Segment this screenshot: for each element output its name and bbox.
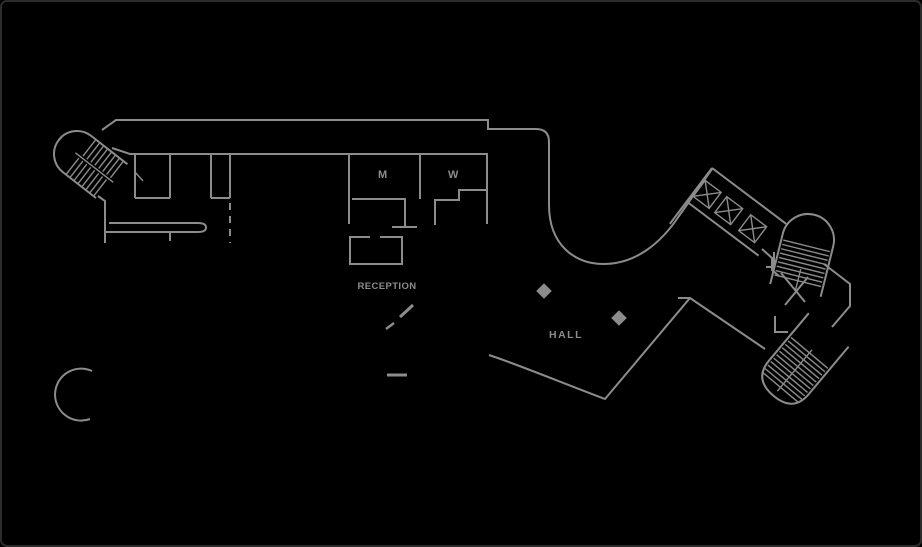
reception-area: RECEPTION xyxy=(349,236,416,377)
hall-boundary-curve xyxy=(488,296,766,401)
entry-dash-2 xyxy=(385,322,395,330)
stairwell-enclosure xyxy=(769,213,835,297)
counter-wall xyxy=(105,222,208,241)
elevator-cab xyxy=(737,213,768,244)
hall-area: HALL xyxy=(488,283,766,401)
elevator-cab xyxy=(713,195,744,226)
restroom-walls xyxy=(348,154,487,228)
restroom-block: M W xyxy=(348,154,487,228)
corridor-walls xyxy=(97,119,713,266)
door-leaf xyxy=(134,171,144,182)
right-wing-connectors xyxy=(761,248,851,333)
connector-walls xyxy=(761,248,851,333)
corridor-inner-wall xyxy=(111,147,488,224)
stairwell-upper-right xyxy=(769,213,835,297)
elevator-cab xyxy=(692,179,723,210)
closet-walls xyxy=(134,154,231,199)
stairwell-enclosure xyxy=(761,312,850,405)
label-reception: RECEPTION xyxy=(357,281,416,292)
stairwell-enclosure xyxy=(53,130,129,199)
elevator-icon xyxy=(737,213,768,244)
stairs-icon xyxy=(761,336,829,404)
stairwell-lower-right xyxy=(761,312,850,405)
top-wall-and-curve xyxy=(101,119,713,266)
diamond-column-icon xyxy=(611,310,627,326)
label-mens-room: M xyxy=(378,169,388,181)
diamond-column-icon xyxy=(536,283,552,299)
entry-dash-1 xyxy=(398,303,415,319)
label-womens-room: W xyxy=(448,169,459,181)
c-arc-wall xyxy=(54,367,93,422)
elevator-x xyxy=(714,196,743,225)
hall-columns xyxy=(536,283,627,326)
stairs-icon xyxy=(65,139,125,197)
elevator-wing-walls xyxy=(669,167,787,257)
elevator-x xyxy=(693,180,722,209)
elevator-icon xyxy=(692,179,723,210)
stairs-icon xyxy=(774,239,831,291)
reception-desk xyxy=(349,236,403,265)
elevator-icon xyxy=(713,195,744,226)
elevator-bank xyxy=(669,167,787,257)
stair-treads xyxy=(65,139,125,197)
stair-treads xyxy=(774,239,831,291)
stair-exit-wall xyxy=(97,195,106,243)
label-hall: HALL xyxy=(549,329,583,341)
stair-treads xyxy=(761,336,829,404)
stairwell-top-left xyxy=(53,130,129,199)
elevator-x xyxy=(738,214,767,243)
